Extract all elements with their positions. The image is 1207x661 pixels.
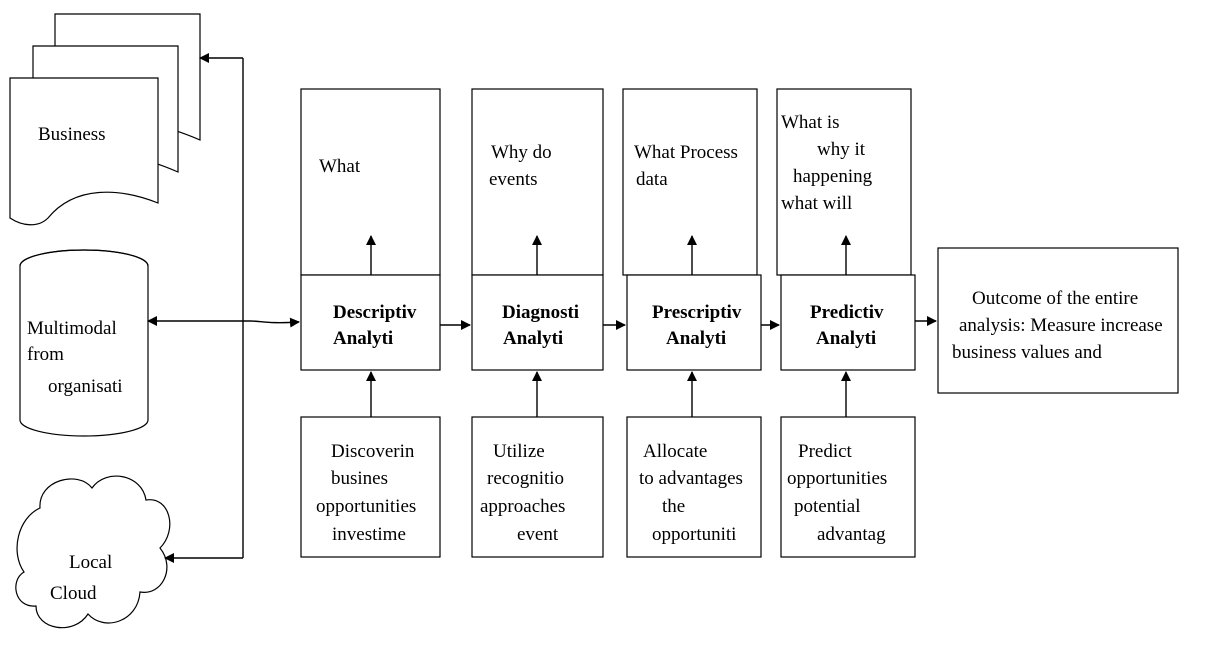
stage-1-bottom-line-1: Discoverin [331, 441, 415, 462]
stage-2-bottom-line-4: event [517, 524, 559, 545]
stage-1-main-box [300, 274, 441, 371]
business-document-front [9, 77, 159, 226]
stage-2-title-line-1: Diagnosti [502, 302, 580, 323]
stage-2-main-box [471, 274, 604, 371]
multimodal-label-line-3: organisati [48, 376, 123, 397]
stage-4-bottom-line-4: advantag [817, 524, 886, 545]
outcome-box [937, 247, 1179, 394]
stage-2-bottom-line-2: recognitio [487, 468, 565, 489]
stage-1-title-line-1: Descriptiv [333, 302, 417, 323]
outcome-line-2: analysis: Measure increase [959, 315, 1163, 336]
stage-2-bottom-line-3: approaches [480, 496, 566, 517]
stage-4-bottom-box [780, 416, 916, 558]
local-cloud-shape [15, 475, 171, 629]
stage-2-top-line-1: Why do [491, 142, 552, 163]
stage-3-bottom-line-2: to advantages [639, 468, 743, 489]
stage-3-bottom-box [626, 416, 762, 558]
stage-4-main-box [780, 274, 916, 371]
arrow-multimodal-descriptive [147, 316, 300, 328]
stage-3-bottom-line-4: opportuniti [652, 524, 737, 545]
stage-3-title-line-2: Analyti [666, 328, 727, 349]
stage-4-bottom-line-1: Predict [798, 441, 852, 462]
stage-3-bottom-line-1: Allocate [643, 441, 708, 462]
stage-1-title-line-2: Analyti [333, 328, 394, 349]
cloud-label-line-2: Cloud [50, 583, 97, 604]
stage-1-bottom-line-3: opportunities [316, 496, 417, 517]
stage-1-bottom-line-2: busines [331, 468, 388, 489]
stage-4-title-line-2: Analyti [816, 328, 877, 349]
stage-4-title-line-1: Predictiv [810, 302, 884, 323]
stage-2-bottom-box [471, 416, 604, 558]
multimodal-label-line-1: Multimodal [27, 318, 117, 339]
stage-2-bottom-line-1: Utilize [493, 441, 545, 462]
outcome-line-3: business values and [952, 342, 1102, 363]
stage-2-title-line-2: Analyti [503, 328, 564, 349]
business-label: Business [38, 124, 106, 145]
stage-3-top-line-1: What Process [634, 142, 738, 163]
multimodal-label-line-2: from [27, 344, 64, 365]
stage-3-main-box [626, 274, 762, 371]
stage-4-top-line-3: happening [793, 166, 873, 187]
stage-3-title-line-1: Prescriptiv [652, 302, 742, 323]
outcome-line-1: Outcome of the entire [972, 288, 1139, 309]
stage-4-top-line-2: why it [817, 139, 866, 160]
stage-1-top-line-1: What [319, 156, 361, 177]
stage-4-top-line-4: what will [781, 193, 853, 214]
stage-4-top-line-1: What is [781, 112, 840, 133]
stage-3-top-line-2: data [636, 169, 668, 190]
stage-4-bottom-line-3: potential [794, 496, 861, 517]
stage-3-bottom-line-3: the [662, 496, 686, 517]
stage-1-bottom-line-4: investime [332, 524, 406, 545]
stage-1-bottom-box [300, 416, 441, 558]
stage-4-bottom-line-2: opportunities [787, 468, 888, 489]
cloud-label-line-1: Local [69, 552, 113, 573]
stage-2-top-line-2: events [489, 169, 538, 190]
